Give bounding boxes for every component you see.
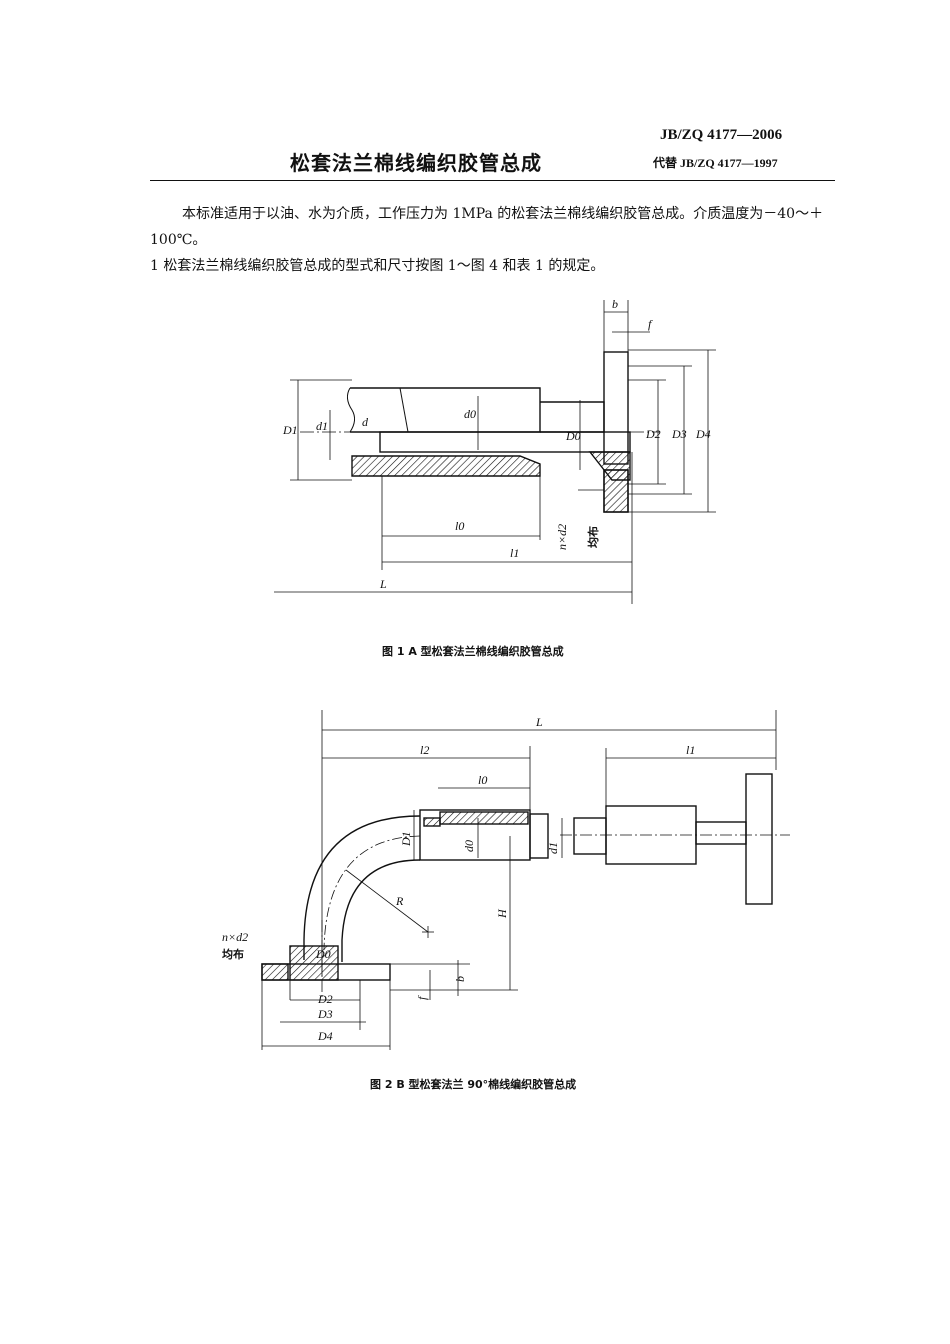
- label-D1: D1: [282, 423, 298, 437]
- label-L: L: [379, 577, 387, 591]
- label-nd2: n×d2: [555, 524, 569, 550]
- elbow-outer: [303, 815, 421, 960]
- label-D0: D0: [315, 947, 331, 961]
- label-l2: l2: [420, 743, 429, 757]
- label-D2: D2: [317, 992, 333, 1006]
- document-title: 松套法兰棉线编织胶管总成: [290, 151, 542, 175]
- label-f: f: [415, 995, 429, 1000]
- label-d0: d0: [464, 407, 476, 421]
- inner-pipe: [379, 431, 631, 453]
- label-l1: l1: [510, 546, 519, 560]
- flange-upper: [603, 351, 629, 465]
- figure-2-drawing: L l2 l1 l0 D1 d0 d1 R H n×d2 均布 D0 D2 D3…: [222, 710, 790, 1050]
- figure-1-drawing: D1 d1 d d0 D0 D2 D3 D4 b f l0 l1 L n×d2 …: [274, 297, 716, 604]
- figure-1-caption: 图 1 A 型松套法兰棉线编织胶管总成: [382, 645, 564, 658]
- label-l1: l1: [686, 743, 695, 757]
- standard-number: JB/ZQ 4177—2006: [660, 127, 783, 143]
- replaces-standard: 代替 JB/ZQ 4177—1997: [653, 156, 778, 170]
- elbow-inner: [341, 859, 421, 962]
- label-even: 均布: [586, 526, 600, 548]
- flange-right: [745, 773, 773, 905]
- scope-paragraph: 本标准适用于以油、水为介质，工作压力为 1MPa 的松套法兰棉线编织胶管总成。介…: [150, 206, 824, 248]
- nipple-upper: [540, 401, 605, 433]
- label-b: b: [453, 976, 467, 982]
- clause-1: 1 松套法兰棉线编织胶管总成的型式和尺寸按图 1～图 4 和表 1 的规定。: [150, 258, 605, 274]
- label-b: b: [612, 297, 618, 311]
- label-l0: l0: [455, 519, 464, 533]
- label-L: L: [535, 715, 543, 729]
- label-D4: D4: [317, 1029, 333, 1043]
- hose-body-upper: [350, 387, 541, 433]
- figure-2-caption: 图 2 B 型松套法兰 90°棉线编织胶管总成: [370, 1078, 577, 1091]
- label-f: f: [648, 317, 653, 331]
- label-even: 均布: [222, 947, 244, 961]
- label-D0: D0: [565, 429, 581, 443]
- label-d1: d1: [546, 842, 560, 854]
- label-D4: D4: [695, 427, 711, 441]
- hose-hatched: [351, 455, 541, 477]
- label-D1: D1: [399, 831, 413, 847]
- label-D3: D3: [671, 427, 687, 441]
- header-rule: [150, 180, 835, 181]
- label-D3: D3: [317, 1007, 333, 1021]
- label-R: R: [395, 894, 404, 908]
- label-l0: l0: [478, 773, 487, 787]
- label-H: H: [495, 908, 509, 919]
- label-nd2: n×d2: [222, 930, 248, 944]
- label-d1: d1: [316, 419, 328, 433]
- fitting-hatched: [439, 811, 529, 825]
- label-d0: d0: [462, 840, 476, 852]
- label-d: d: [362, 415, 369, 429]
- label-D2: D2: [645, 427, 661, 441]
